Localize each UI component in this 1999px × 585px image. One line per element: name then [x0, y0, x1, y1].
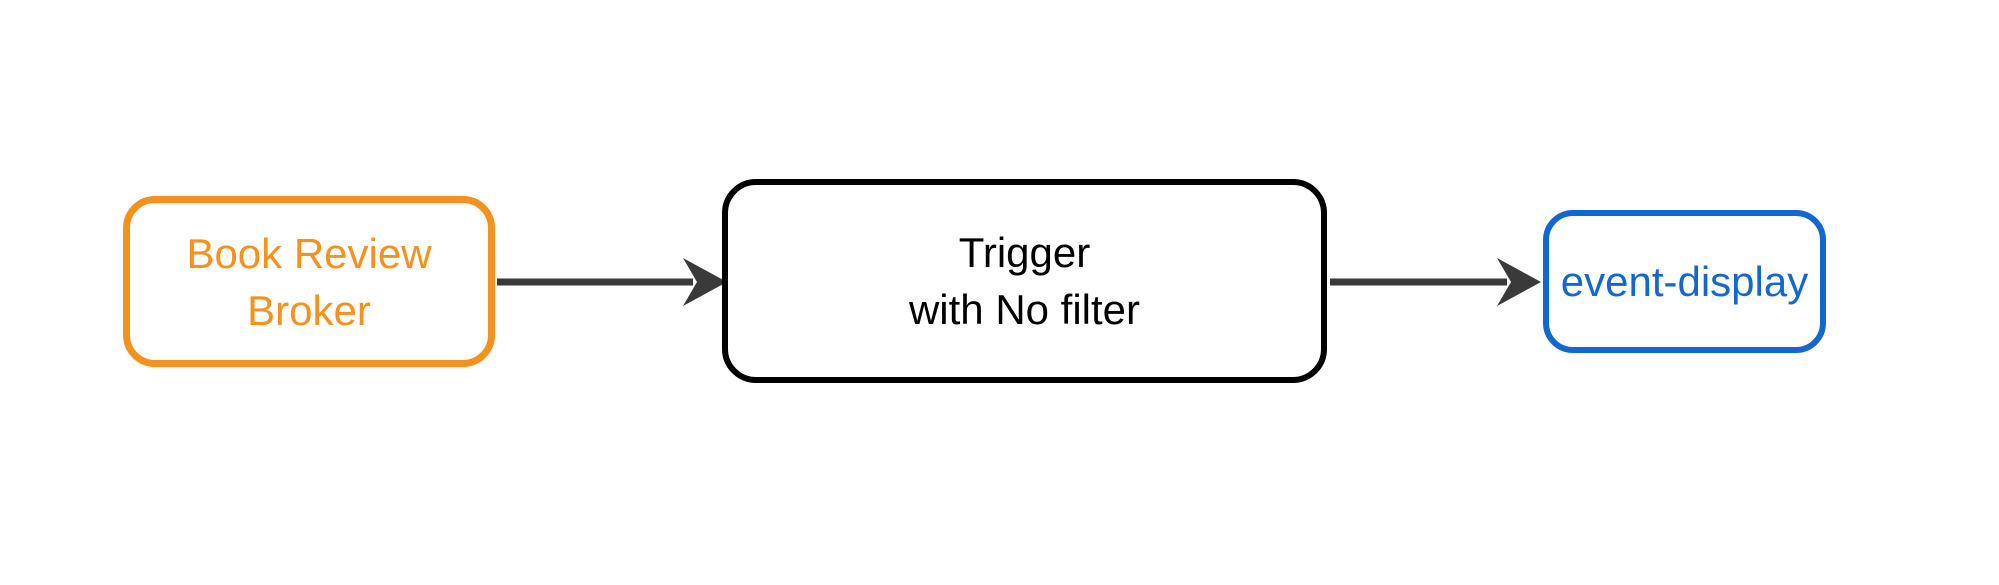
node-event-display-label: event-display [1560, 258, 1809, 305]
edge-broker-to-trigger [497, 258, 727, 306]
edge-trigger-to-event-display [1330, 258, 1541, 306]
edge-broker-to-trigger-arrowhead-icon [683, 258, 727, 306]
node-trigger: Trigger with No filter [722, 179, 1327, 383]
node-book-review-broker-label: Book Review Broker [186, 229, 432, 334]
node-event-display: event-display [1543, 210, 1826, 353]
node-trigger-label: Trigger with No filter [908, 229, 1141, 333]
edge-trigger-to-event-display-arrowhead-icon [1497, 258, 1541, 306]
node-book-review-broker: Book Review Broker [123, 196, 495, 367]
